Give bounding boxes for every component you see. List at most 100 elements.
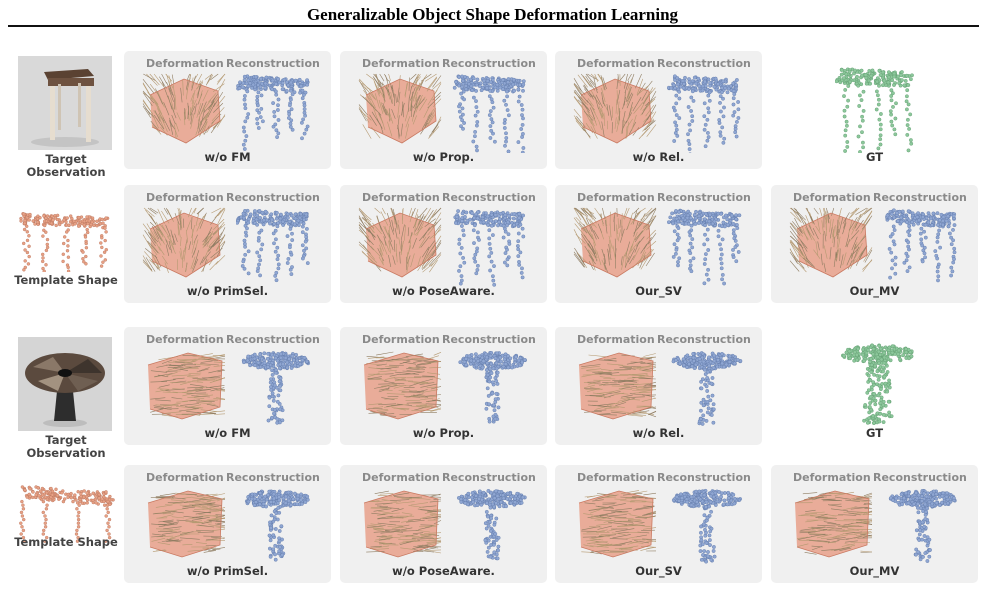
panel-caption: Our_MV xyxy=(849,284,900,298)
deformation-header: Deformation xyxy=(146,333,224,346)
reconstruction-pointcloud xyxy=(885,208,957,283)
deformation-header: Deformation xyxy=(146,191,224,204)
result-panel: GT xyxy=(771,51,978,169)
panel-caption: w/o FM xyxy=(204,150,251,164)
deformation-visual xyxy=(358,207,442,278)
deformation-header: Deformation xyxy=(577,191,655,204)
reconstruction-pointcloud xyxy=(671,351,743,426)
deformation-visual xyxy=(578,490,657,558)
target-photo-round-table xyxy=(18,337,112,431)
deformation-header: Deformation xyxy=(793,191,871,204)
deformation-visual xyxy=(573,73,657,144)
target-observation-label: Target Observation xyxy=(26,152,106,179)
reconstruction-header: Reconstruction xyxy=(442,57,536,70)
template-shape-label: Template Shape xyxy=(14,535,118,549)
panel-caption: w/o PrimSel. xyxy=(186,564,269,578)
template-pointcloud-round-table xyxy=(14,480,118,543)
reconstruction-header: Reconstruction xyxy=(226,471,320,484)
deformation-visual xyxy=(142,207,226,278)
reconstruction-header: Reconstruction xyxy=(873,191,967,204)
reconstruction-pointcloud xyxy=(452,74,526,153)
target-observation-label: Target Observation xyxy=(26,433,106,460)
reconstruction-header: Reconstruction xyxy=(657,471,751,484)
reconstruction-pointcloud xyxy=(888,488,957,563)
target-observation-round-table: Target Observation xyxy=(8,337,124,460)
reconstruction-pointcloud xyxy=(453,209,526,287)
reconstruction-pointcloud xyxy=(456,488,527,561)
reconstruction-pointcloud xyxy=(236,74,310,151)
reconstruction-header: Reconstruction xyxy=(442,333,536,346)
panel-caption: GT xyxy=(865,426,884,440)
deformation-visual xyxy=(142,73,226,144)
panel-caption: Our_SV xyxy=(635,284,682,298)
target-photo-stool xyxy=(18,56,112,150)
deformation-header: Deformation xyxy=(362,333,440,346)
reconstruction-header: Reconstruction xyxy=(657,57,751,70)
reconstruction-pointcloud xyxy=(241,350,311,425)
reconstruction-pointcloud xyxy=(667,208,742,286)
deformation-visual xyxy=(147,352,226,420)
reconstruction-pointcloud xyxy=(671,488,743,564)
panel-caption: w/o Rel. xyxy=(632,150,685,164)
reconstruction-header: Reconstruction xyxy=(226,191,320,204)
panel-caption: w/o PoseAware. xyxy=(392,284,495,298)
gt-pointcloud xyxy=(840,343,914,426)
template-shape-round-table: Template Shape xyxy=(8,480,124,549)
deformation-header: Deformation xyxy=(577,57,655,70)
template-shape-label: Template Shape xyxy=(14,273,118,287)
deformation-header: Deformation xyxy=(577,471,655,484)
deformation-visual xyxy=(789,207,873,278)
figure-title: Generalizable Object Shape Deformation L… xyxy=(306,5,679,24)
panel-caption: Our_MV xyxy=(849,564,900,578)
deformation-header: Deformation xyxy=(362,471,440,484)
panel-caption: w/o PrimSel. xyxy=(186,284,269,298)
reconstruction-header: Reconstruction xyxy=(442,471,536,484)
template-shape-stool: Template Shape xyxy=(8,210,124,287)
deformation-visual xyxy=(363,351,442,420)
deformation-header: Deformation xyxy=(362,57,440,70)
panel-caption: w/o Prop. xyxy=(412,150,475,164)
reconstruction-pointcloud xyxy=(236,208,310,283)
reconstruction-pointcloud xyxy=(667,74,741,153)
panel-caption: w/o Rel. xyxy=(632,426,685,440)
result-panel: GT xyxy=(771,327,978,445)
panel-caption: w/o Prop. xyxy=(412,426,475,440)
reconstruction-header: Reconstruction xyxy=(657,333,751,346)
deformation-header: Deformation xyxy=(146,57,224,70)
deformation-visual xyxy=(578,352,657,420)
deformation-visual xyxy=(573,207,657,278)
gt-pointcloud xyxy=(835,67,914,153)
deformation-header: Deformation xyxy=(793,471,871,484)
deformation-header: Deformation xyxy=(577,333,655,346)
deformation-visual xyxy=(794,490,873,558)
reconstruction-pointcloud xyxy=(244,489,310,562)
deformation-visual xyxy=(358,73,442,144)
target-observation-stool: Target Observation xyxy=(8,56,124,179)
reconstruction-header: Reconstruction xyxy=(226,333,320,346)
template-pointcloud-stool xyxy=(14,210,118,272)
reconstruction-header: Reconstruction xyxy=(226,57,320,70)
title-rule xyxy=(8,25,979,27)
deformation-header: Deformation xyxy=(362,191,440,204)
panel-caption: GT xyxy=(865,150,884,164)
deformation-header: Deformation xyxy=(146,471,224,484)
deformation-visual xyxy=(363,490,442,558)
panel-caption: Our_SV xyxy=(635,564,682,578)
panel-caption: w/o FM xyxy=(204,426,251,440)
deformation-visual xyxy=(147,490,226,558)
panel-caption: w/o PoseAware. xyxy=(392,564,495,578)
reconstruction-header: Reconstruction xyxy=(657,191,751,204)
